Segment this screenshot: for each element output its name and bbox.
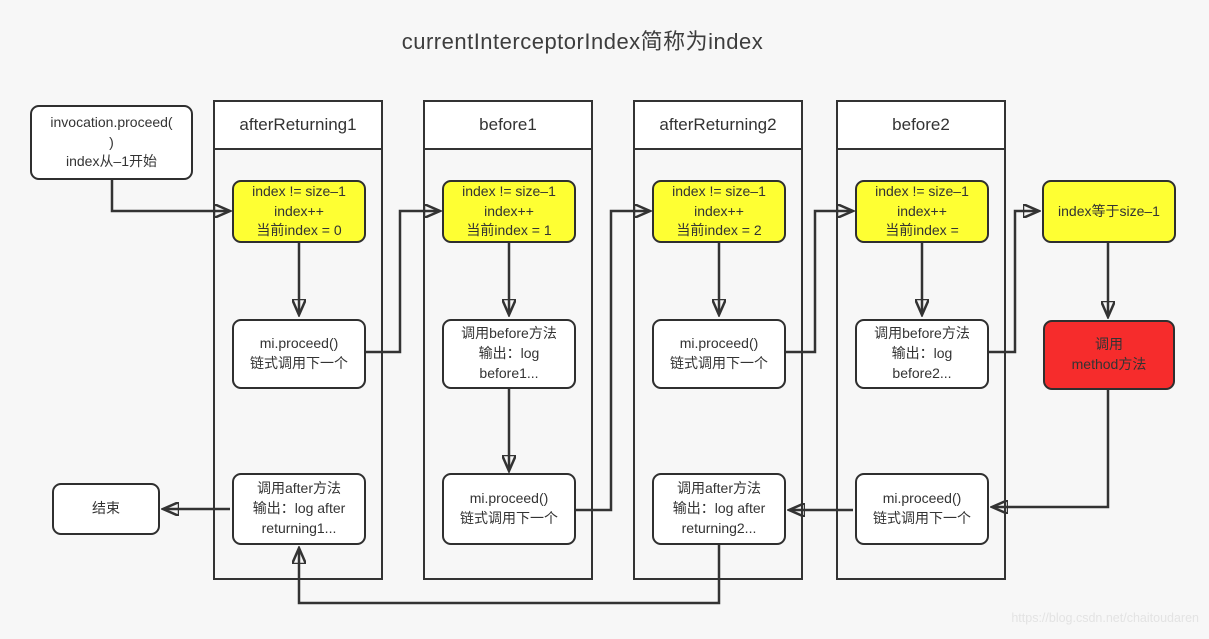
node-invoke-method: 调用 method方法 xyxy=(1043,320,1175,390)
node-condition-before2: index != size–1 index++ 当前index = xyxy=(855,180,989,243)
node-text-line: 链式调用下一个 xyxy=(873,510,971,526)
node-text-line: index != size–1 xyxy=(252,182,346,199)
node-text-line: 当前index = 0 xyxy=(256,222,342,239)
edge-col1-to-col2 xyxy=(366,211,439,354)
node-after-call-afterReturning1: 调用after方法 输出：log after returning1... xyxy=(232,473,366,545)
node-text-line: returning1... xyxy=(261,519,337,536)
node-before-call-before2: 调用before方法 输出：log before2... xyxy=(855,319,989,389)
node-text-line: index++ xyxy=(897,202,947,219)
node-text-line: mi.proceed() xyxy=(882,490,962,507)
edge-col3-after-to-col1-after xyxy=(299,545,721,605)
column-header: before2 xyxy=(838,102,1004,150)
edge-method-to-col4-proceed xyxy=(993,390,1110,507)
node-text-line: 调用before方法 xyxy=(461,325,557,342)
node-text-line: 输出：log xyxy=(891,345,953,362)
node-text-line: ) xyxy=(109,133,114,150)
node-condition-afterReturning2: index != size–1 index++ 当前index = 2 xyxy=(652,180,786,243)
node-text-line: 当前index = xyxy=(885,222,959,239)
node-text-line: 调用after方法 xyxy=(256,480,341,497)
interceptor-column-before2: before2 index != size–1 index++ 当前index … xyxy=(836,100,1006,580)
interceptor-column-afterReturning1: afterReturning1 index != size–1 index++ … xyxy=(213,100,383,580)
edge-col2-to-col3 xyxy=(576,211,649,512)
node-text-line: index != size–1 xyxy=(672,182,766,199)
node-text-line: mi.proceed() xyxy=(679,335,759,352)
node-text-line: 输出：log xyxy=(478,345,540,362)
node-text-line: before1... xyxy=(479,364,539,381)
node-text-line: method方法 xyxy=(1071,356,1147,372)
node-text-line: 调用 xyxy=(1095,336,1123,353)
node-text-line: 调用before方法 xyxy=(874,325,970,342)
diagram-title: currentInterceptorIndex简称为index xyxy=(401,29,764,54)
column-header: before1 xyxy=(425,102,591,150)
node-text-line: 调用after方法 xyxy=(676,480,761,497)
node-proceed-afterReturning2: mi.proceed() 链式调用下一个 xyxy=(652,319,786,389)
interceptor-column-afterReturning2: afterReturning2 index != size–1 index++ … xyxy=(633,100,803,580)
node-text-line: mi.proceed() xyxy=(469,490,549,507)
node-text-line: 链式调用下一个 xyxy=(670,355,768,371)
column-header: afterReturning2 xyxy=(635,102,801,150)
node-proceed-before1: mi.proceed() 链式调用下一个 xyxy=(442,473,576,545)
node-text-line: 输出：log after xyxy=(672,500,766,517)
node-condition-before1: index != size–1 index++ 当前index = 1 xyxy=(442,180,576,243)
node-start-invocation: invocation.proceed( ) index从–1开始 xyxy=(30,105,193,180)
node-text-line: index从–1开始 xyxy=(65,153,158,170)
node-text-line: index++ xyxy=(484,202,534,219)
node-proceed-before2: mi.proceed() 链式调用下一个 xyxy=(855,473,989,545)
node-text-line: returning2... xyxy=(681,519,757,536)
node-text-line: before2... xyxy=(892,364,952,381)
node-proceed-afterReturning1: mi.proceed() 链式调用下一个 xyxy=(232,319,366,389)
node-text-line: index++ xyxy=(694,202,744,219)
node-text-line: index等于size–1 xyxy=(1058,202,1160,219)
node-text-line: 链式调用下一个 xyxy=(460,510,558,526)
node-text-line: 当前index = 1 xyxy=(466,222,552,239)
edge-col3-to-col4 xyxy=(786,211,852,354)
node-after-call-afterReturning2: 调用after方法 输出：log after returning2... xyxy=(652,473,786,545)
node-text-line: 当前index = 2 xyxy=(676,222,762,239)
watermark-url: https://blog.csdn.net/chaitoudaren xyxy=(1011,611,1199,625)
edge-start-to-col1 xyxy=(110,180,229,211)
column-header: afterReturning1 xyxy=(215,102,381,150)
node-condition-afterReturning1: index != size–1 index++ 当前index = 0 xyxy=(232,180,366,243)
node-before-call-before1: 调用before方法 输出：log before1... xyxy=(442,319,576,389)
node-text-line: 结束 xyxy=(92,500,120,517)
node-text-line: index != size–1 xyxy=(462,182,556,199)
node-text-line: invocation.proceed( xyxy=(50,113,173,130)
interceptor-column-before1: before1 index != size–1 index++ 当前index … xyxy=(423,100,593,580)
node-text-line: 链式调用下一个 xyxy=(250,355,348,371)
node-end: 结束 xyxy=(52,483,160,535)
node-text-line: index != size–1 xyxy=(875,182,969,199)
edge-col4-to-condition xyxy=(989,211,1038,354)
node-text-line: index++ xyxy=(274,202,324,219)
node-text-line: mi.proceed() xyxy=(259,335,339,352)
node-text-line: 输出：log after xyxy=(252,500,346,517)
node-index-equals-size: index等于size–1 xyxy=(1042,180,1176,243)
